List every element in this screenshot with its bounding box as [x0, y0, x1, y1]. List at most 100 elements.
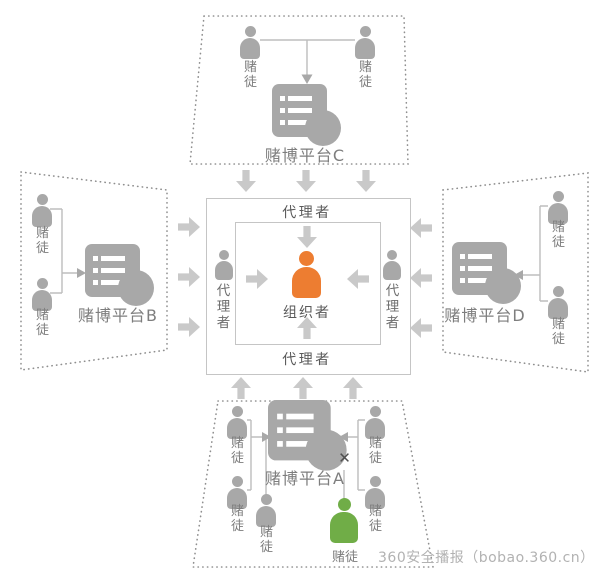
bullet-icon — [277, 413, 283, 420]
platform-bottom-boundary — [192, 400, 434, 568]
gambler-icon — [227, 476, 247, 509]
gambler-label: 赌徒 — [551, 317, 565, 348]
platform-icon — [272, 84, 342, 146]
arrowhead-down-icon — [301, 74, 313, 84]
gambler-label: 赌徒 — [358, 60, 372, 91]
bullet-icon — [93, 280, 98, 285]
gambler-head — [359, 26, 371, 37]
gambler-label: 赌徒 — [230, 504, 244, 535]
agent-body — [215, 261, 233, 280]
watermark: 360安全播报（bobao.360.cn） — [378, 550, 595, 566]
agent-head — [219, 250, 229, 260]
gambler-icon — [240, 26, 260, 59]
blocked-x-mark: ✕ — [338, 449, 351, 467]
connector-arrowheads — [77, 74, 523, 442]
list-bar — [286, 441, 314, 447]
gambler-head — [260, 494, 272, 505]
platform-circle — [118, 270, 154, 306]
gambler-head — [231, 406, 243, 417]
bottom-right-gamblers-connector — [347, 419, 365, 491]
platform-circle — [485, 268, 521, 304]
gambler-body — [548, 298, 568, 319]
connector-lines — [50, 39, 548, 500]
bullet-icon — [460, 278, 465, 283]
bullet-icon — [460, 254, 465, 259]
list-row — [277, 441, 331, 447]
gambler-body — [548, 203, 568, 224]
list-row — [93, 268, 140, 273]
gambler-label: 赌徒 — [35, 226, 49, 257]
gambler-head — [369, 476, 381, 487]
gambler-label: 赌徒 — [368, 504, 382, 535]
gambler-head — [231, 476, 243, 487]
platform-icon — [452, 242, 522, 304]
gambler-icon — [32, 194, 52, 227]
bullet-icon — [277, 441, 283, 447]
list-bar — [288, 108, 312, 113]
gambler-head — [552, 191, 564, 202]
list-bar — [286, 413, 314, 420]
agent-left-icon — [215, 250, 233, 280]
blocked-gambler-body — [330, 512, 358, 543]
list-bar — [468, 278, 492, 283]
bullet-icon — [93, 256, 98, 261]
gambler-body — [365, 488, 385, 509]
platform-name: 赌博平台A — [265, 469, 345, 488]
gambler-body — [227, 418, 247, 439]
gambler-head — [369, 406, 381, 417]
gambler-icon — [365, 476, 385, 509]
gambler-head — [552, 286, 564, 297]
list-row — [280, 120, 327, 125]
gambler-body — [227, 488, 247, 509]
platform-left-boundary — [20, 171, 168, 371]
arrowhead-right-icon — [262, 432, 271, 442]
list-row — [460, 254, 507, 259]
list-row — [93, 280, 140, 285]
organizer-label: 组织者 — [283, 305, 331, 321]
gambler-head — [36, 278, 48, 289]
list-bar — [286, 427, 314, 434]
arrowhead-right-icon — [77, 268, 86, 278]
gambler-icon — [355, 26, 375, 59]
platform-right-boundary — [442, 172, 589, 373]
top-gamblers-connector — [260, 39, 355, 76]
gambler-icon — [365, 406, 385, 439]
bullet-icon — [460, 266, 465, 271]
gambler-label: 赌徒 — [243, 60, 257, 91]
list-bar — [101, 256, 125, 261]
gambler-body — [365, 418, 385, 439]
agent-ring-box — [206, 198, 411, 375]
right-gamblers-connector — [522, 205, 548, 302]
list-row — [460, 266, 507, 271]
list-row — [277, 427, 331, 434]
blocked-gambler-label: 赌徒 — [331, 550, 358, 565]
gambler-head — [36, 194, 48, 205]
gambler-label: 赌徒 — [551, 220, 565, 251]
gambler-label: 赌徒 — [35, 308, 49, 339]
organizer-body — [292, 267, 321, 298]
gambler-body — [32, 290, 52, 311]
agent-head — [387, 250, 397, 260]
left-gamblers-connector — [50, 208, 78, 294]
arrowhead-left-icon — [514, 270, 523, 280]
agent-body — [383, 261, 401, 280]
gambler-icon — [227, 406, 247, 439]
list-bar — [468, 254, 492, 259]
gambler-label: 赌徒 — [230, 436, 244, 467]
bullet-icon — [280, 108, 285, 113]
list-bar — [101, 268, 125, 273]
gambler-label: 赌徒 — [259, 525, 273, 556]
list-bar — [288, 120, 312, 125]
gambler-icon — [548, 286, 568, 319]
platform-icon — [85, 244, 155, 306]
gambler-body — [256, 506, 276, 527]
platform-icon — [268, 400, 348, 471]
arrowhead-left-icon — [339, 432, 348, 442]
list-bar — [101, 280, 125, 285]
gambler-icon — [548, 191, 568, 224]
bullet-icon — [93, 268, 98, 273]
gambler-head — [244, 26, 256, 37]
organizer-icon — [292, 251, 321, 298]
list-row — [277, 413, 331, 420]
